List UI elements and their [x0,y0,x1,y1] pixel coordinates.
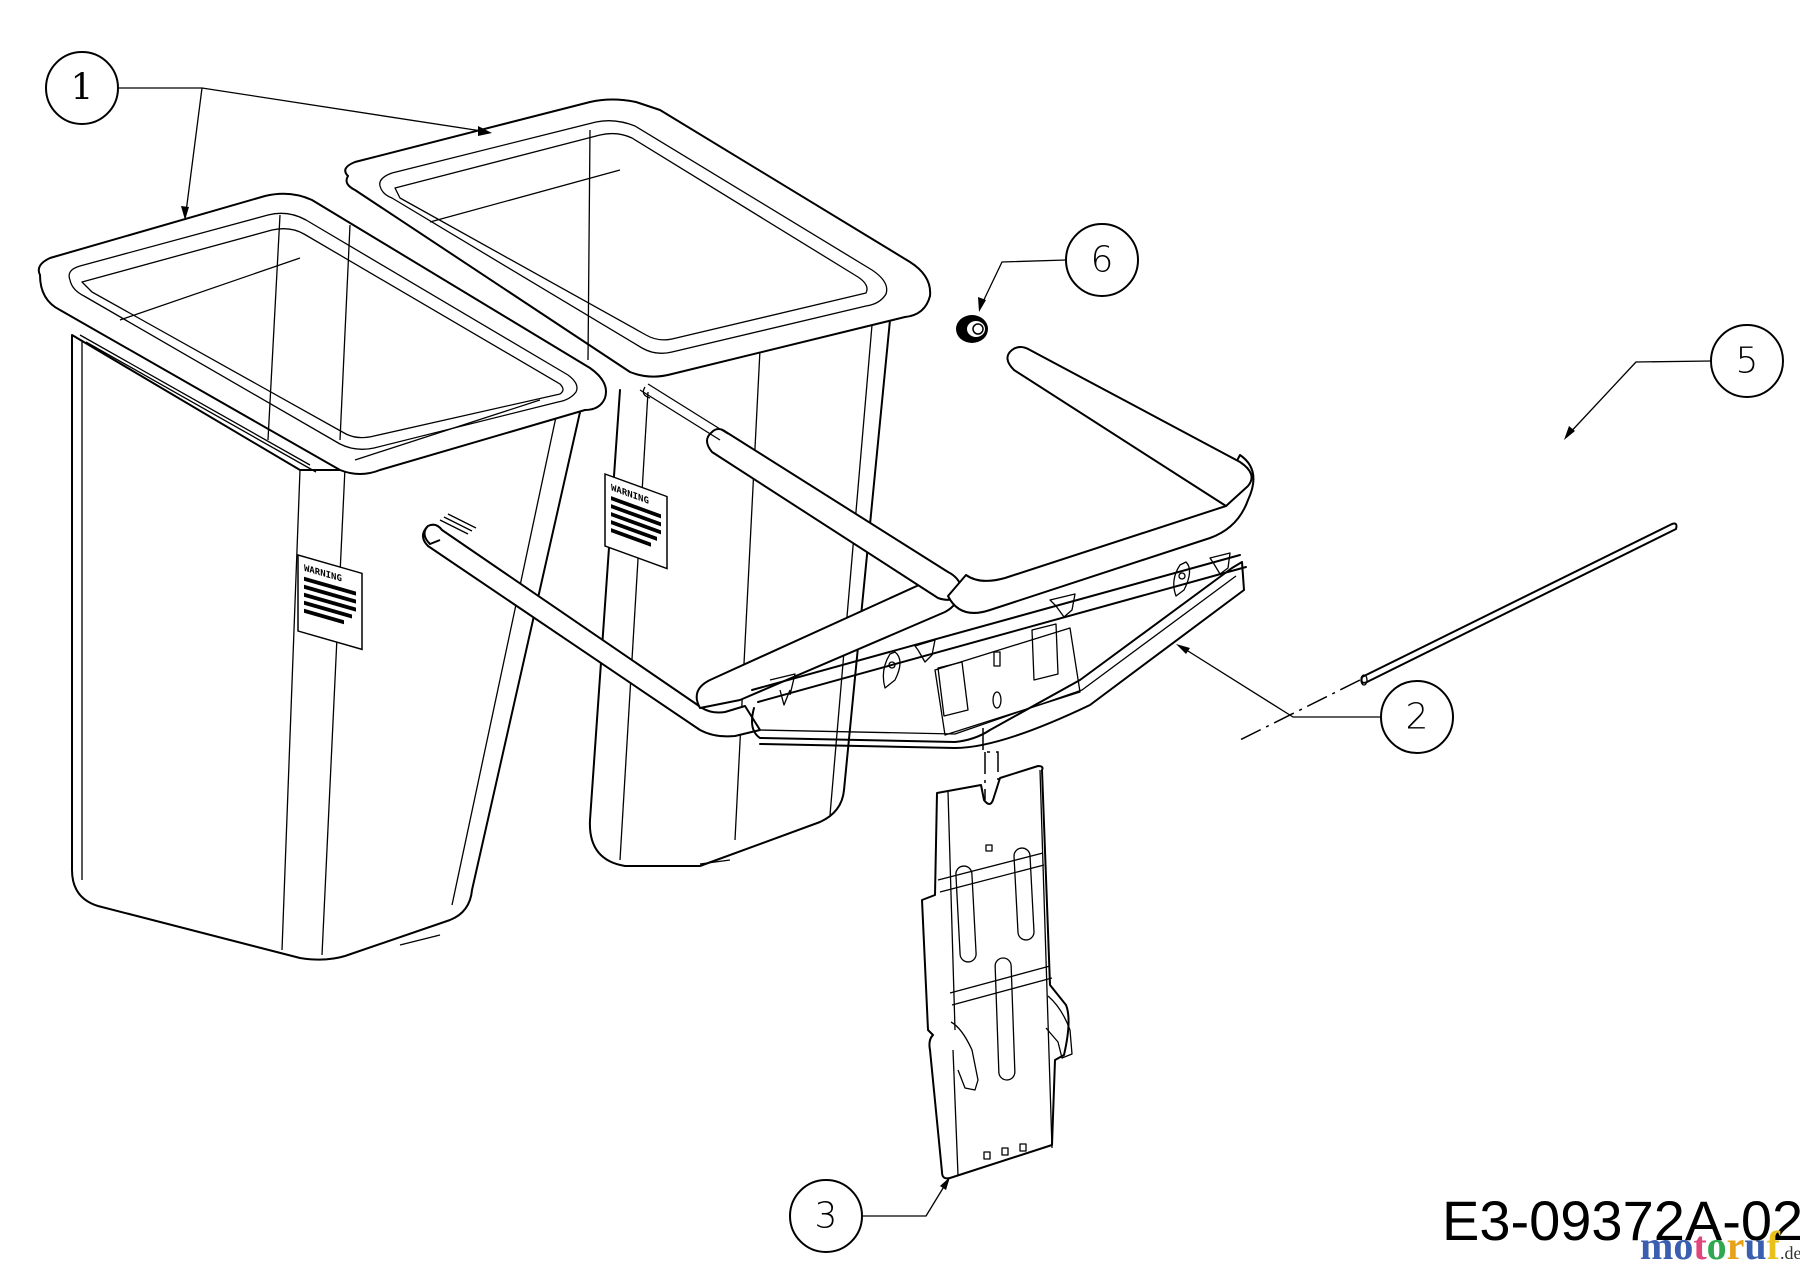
warning-label-front: WARNING [297,554,363,651]
callout-3: 3 [789,1179,863,1253]
bag-frame [422,346,1255,749]
svg-text:5: 5 [1736,341,1759,382]
rod [1239,522,1678,741]
cap [956,315,988,343]
callout-2: 2 [1380,680,1454,754]
svg-text:1: 1 [71,68,94,109]
svg-text:3: 3 [815,1196,838,1237]
callout-1: 1 [45,51,119,125]
callout-6: 6 [1065,223,1139,297]
watermark-letter: u [1744,1223,1767,1268]
drawing-number: E3-09372A-02 [1442,1189,1800,1252]
callout-5: 5 [1710,324,1784,398]
watermark-letter: o [1706,1223,1727,1268]
bucket-front [37,192,607,961]
mounting-bracket [921,728,1073,1180]
watermark-logo: motoruf.de [1640,1226,1800,1266]
watermark-letter: f [1766,1223,1780,1268]
watermark-letter: t [1693,1223,1707,1268]
svg-text:2: 2 [1406,697,1429,738]
bucket-back [344,98,932,867]
leader-lines [117,87,1712,1217]
warning-label-back: WARNING [604,472,668,570]
watermark-letter: o [1673,1223,1694,1268]
svg-text:6: 6 [1091,240,1114,281]
watermark-suffix: .de [1780,1243,1800,1263]
watermark-letter: m [1640,1223,1674,1268]
watermark-letter: r [1726,1223,1745,1268]
